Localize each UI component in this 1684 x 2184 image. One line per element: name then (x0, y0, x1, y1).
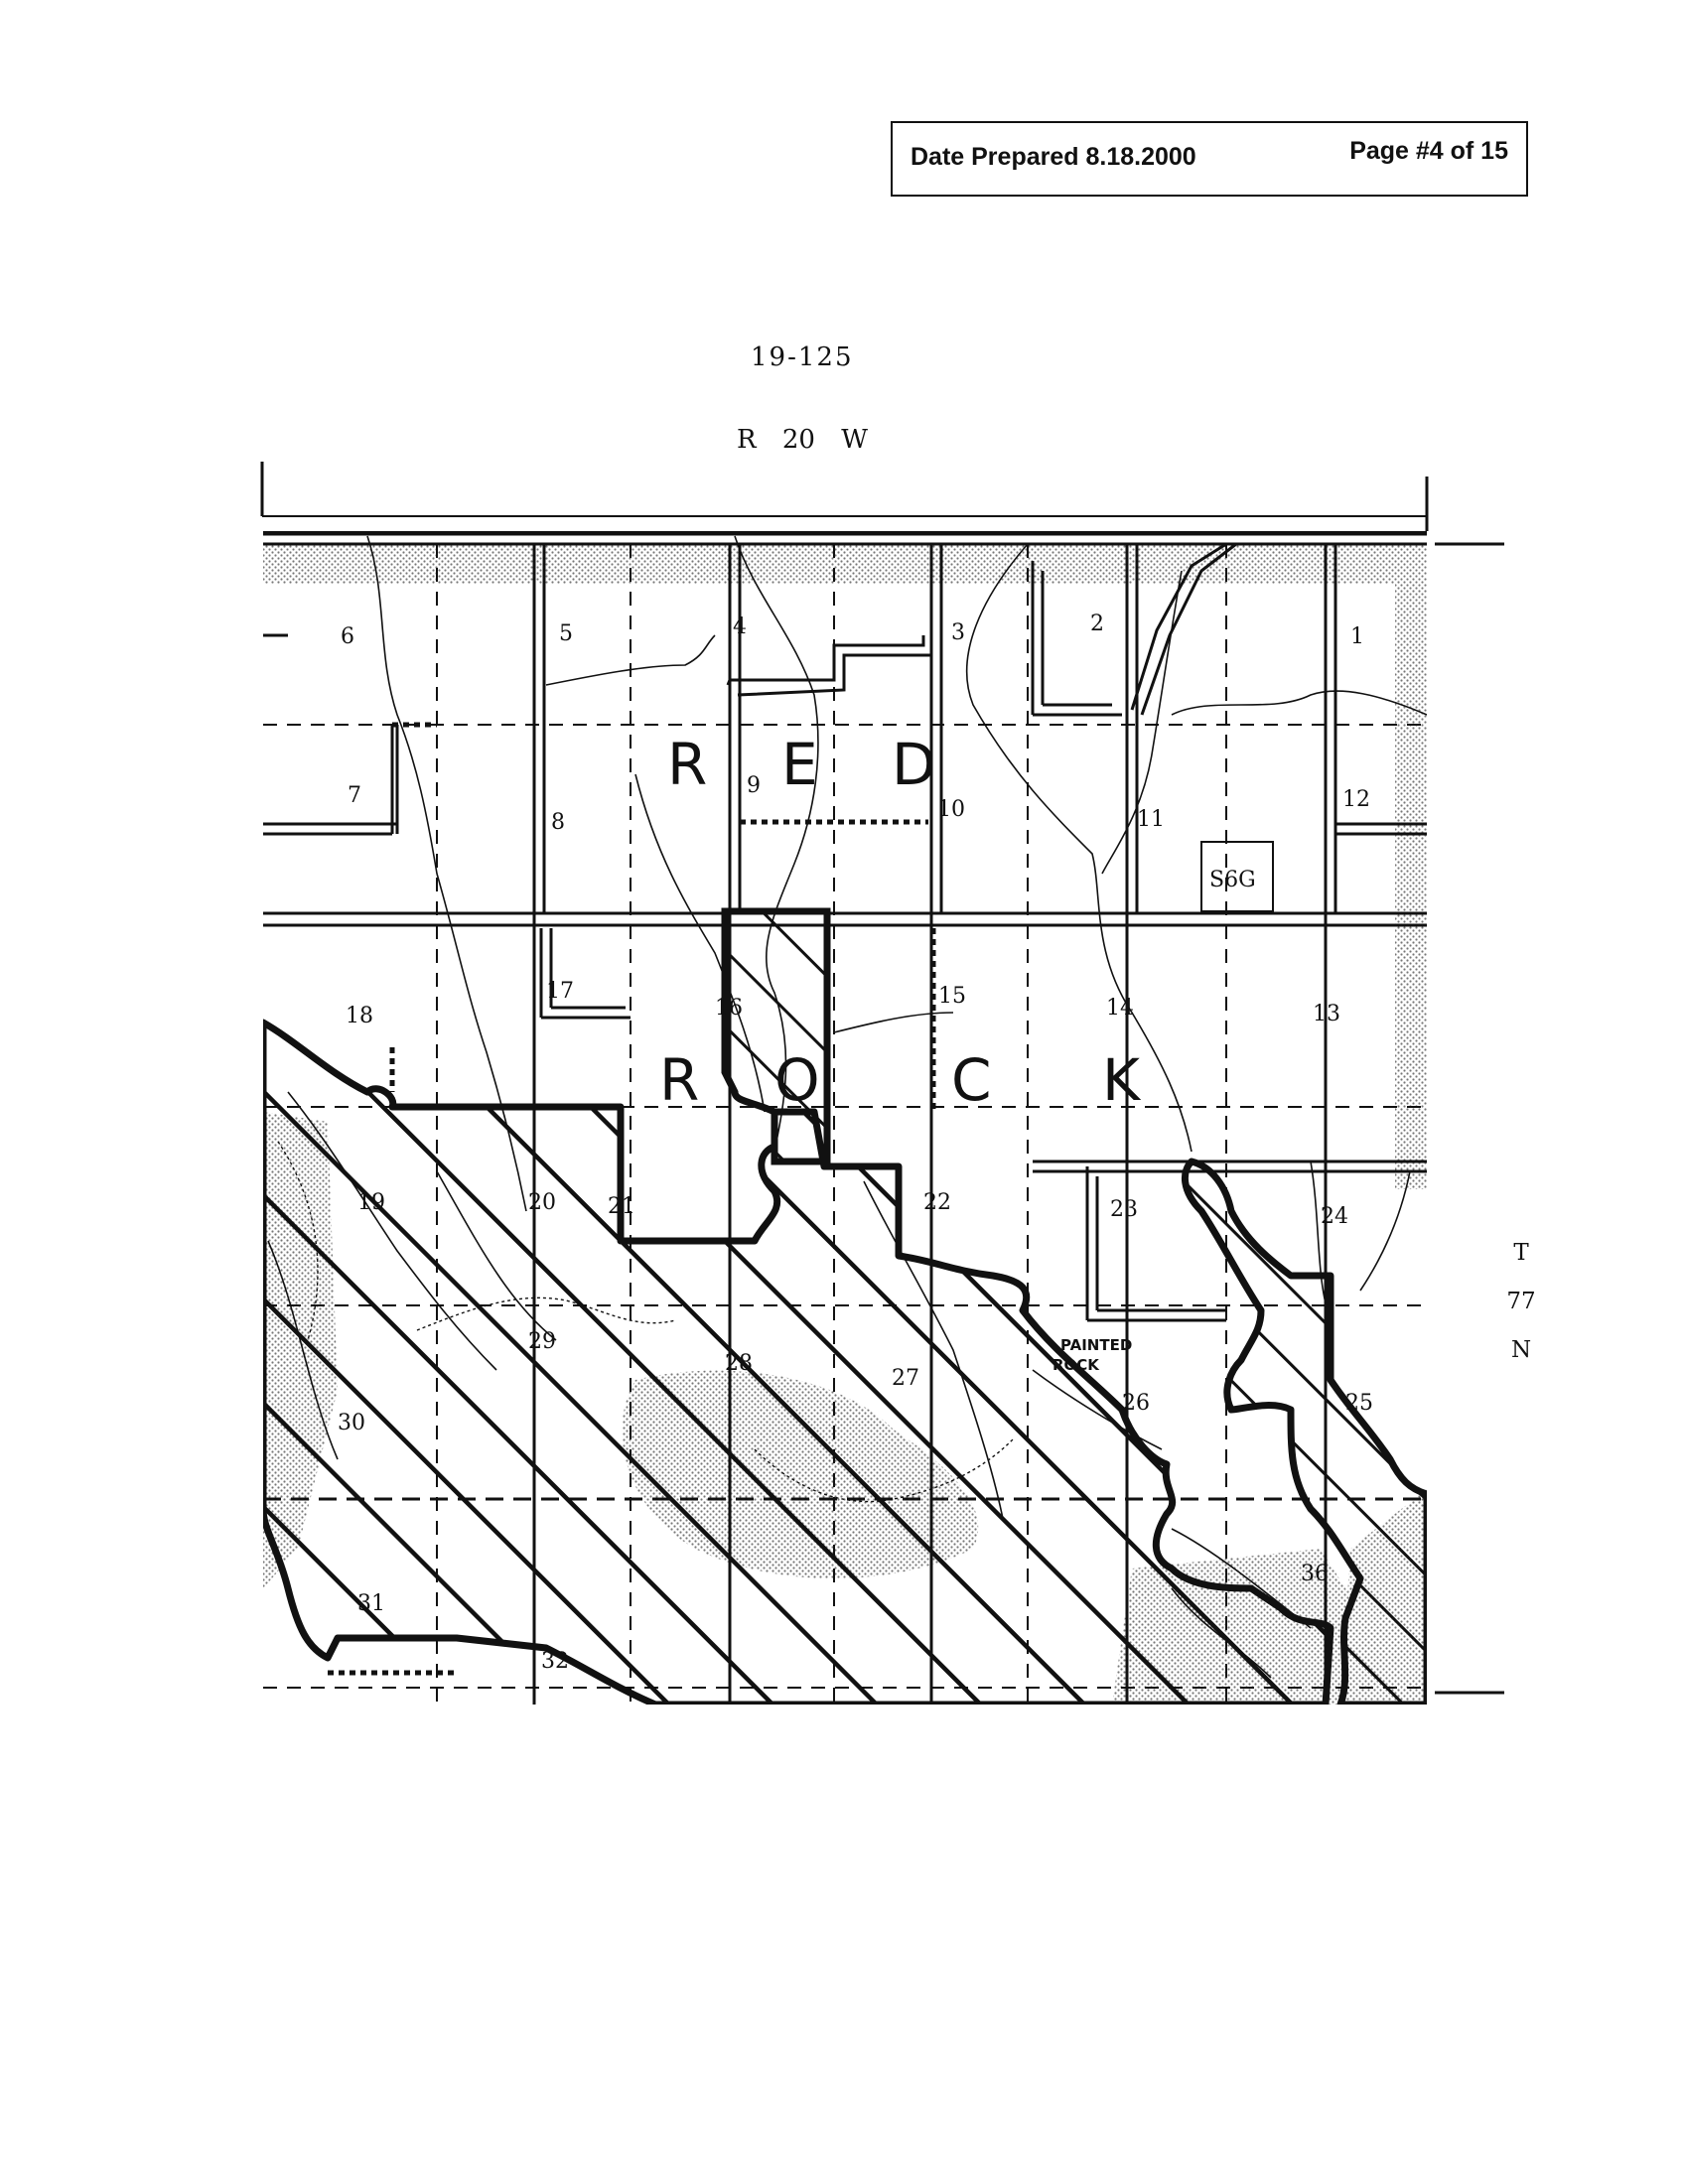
section-9: 9 (747, 773, 761, 798)
minor-roads (328, 722, 936, 1676)
hatched-area-section-16 (721, 907, 831, 1165)
area-letter-o: O (774, 1046, 820, 1114)
area-letter-k: K (1102, 1046, 1142, 1114)
section-numbers: 6 5 4 3 2 1 7 8 9 10 11 12 18 17 16 15 1… (338, 612, 1373, 1674)
section-12: 12 (1342, 787, 1370, 812)
section-29: 29 (528, 1329, 556, 1354)
section-25: 25 (1345, 1391, 1373, 1416)
section-3: 3 (951, 620, 965, 645)
section-32: 32 (541, 1649, 569, 1674)
area-letter-c: C (951, 1046, 992, 1114)
contours (277, 1141, 1014, 1503)
page-number: Page #4 of 15 (1349, 137, 1508, 165)
hatched-area-east (1181, 1158, 1427, 1705)
site-label: S6G (1209, 868, 1256, 892)
section-8: 8 (551, 810, 565, 835)
section-24: 24 (1321, 1204, 1348, 1229)
section-15: 15 (938, 984, 966, 1009)
section-22: 22 (923, 1190, 951, 1215)
map-code: 19-125 (751, 342, 854, 372)
section-18: 18 (346, 1004, 373, 1028)
section-30: 30 (338, 1411, 365, 1435)
section-5: 5 (559, 621, 573, 646)
township-label: T 77 N (1501, 1229, 1541, 1375)
section-1: 1 (1350, 624, 1364, 649)
range-label: R 20 W (737, 425, 868, 455)
section-14: 14 (1106, 996, 1134, 1021)
header-box: Date Prepared 8.18.2000 Page #4 of 15 (891, 121, 1528, 197)
section-16: 16 (715, 996, 743, 1021)
township-t: T (1513, 1240, 1529, 1266)
site-box (1200, 841, 1274, 912)
section-31: 31 (357, 1591, 385, 1616)
section-26: 26 (1122, 1391, 1150, 1416)
section-23: 23 (1110, 1197, 1138, 1222)
section-11: 11 (1137, 807, 1165, 832)
section-17: 17 (546, 979, 574, 1004)
section-6: 6 (341, 624, 354, 649)
annotation-painted: PAINTED (1060, 1336, 1132, 1354)
section-19: 19 (357, 1190, 385, 1215)
section-4: 4 (733, 614, 747, 639)
area-letter-r-bottom: R (659, 1046, 699, 1114)
area-letter-e: E (781, 731, 818, 798)
section-20: 20 (528, 1190, 556, 1215)
area-letter-d: D (892, 731, 936, 798)
shade-right-band (1395, 544, 1427, 1189)
hatched-area-southwest (263, 1019, 1334, 1705)
section-27: 27 (892, 1366, 919, 1391)
section-36: 36 (1301, 1562, 1329, 1586)
section-13: 13 (1313, 1002, 1340, 1026)
shade-top-band (263, 544, 1427, 584)
section-28: 28 (725, 1351, 753, 1376)
section-10: 10 (937, 797, 965, 822)
section-21: 21 (608, 1194, 635, 1219)
annotation-rock: ROCK (1052, 1356, 1100, 1374)
area-letter-r-top: R (667, 731, 707, 798)
section-7: 7 (348, 783, 361, 808)
section-2: 2 (1090, 612, 1104, 636)
date-prepared: Date Prepared 8.18.2000 (911, 143, 1196, 171)
township-n: N (1510, 1337, 1532, 1363)
township-number: 77 (1506, 1289, 1536, 1314)
